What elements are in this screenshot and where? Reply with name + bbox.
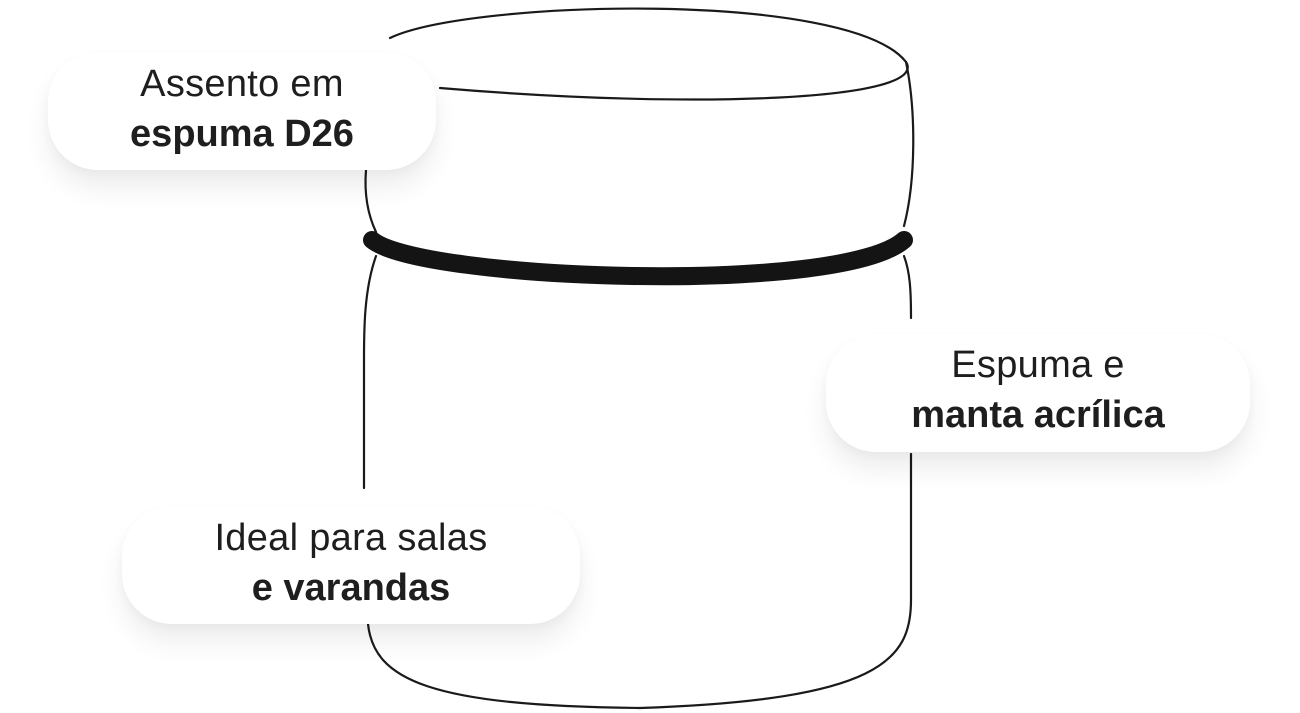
body-right-side-lower — [638, 452, 913, 710]
body-right-side-upper — [902, 254, 913, 320]
body-bottom-curve — [366, 622, 642, 710]
callout-seat-line1: Assento em — [140, 63, 344, 105]
callout-ideal-use: Ideal para salas e varandas — [122, 506, 580, 624]
callout-seat-foam: Assento em espuma D26 — [48, 52, 436, 170]
callout-foam-line2: manta acrílica — [911, 394, 1165, 436]
callout-ideal-line2: e varandas — [251, 567, 451, 609]
body-left-side — [362, 254, 378, 490]
callout-foam-line1: Espuma e — [951, 344, 1125, 386]
piping-band — [363, 231, 913, 286]
callout-foam-acrylic: Espuma e manta acrílica — [826, 334, 1250, 452]
callout-ideal-line1: Ideal para salas — [214, 517, 488, 559]
seat-right-side — [902, 60, 915, 228]
callout-seat-line2: espuma D26 — [130, 113, 354, 155]
seat-left-side — [364, 168, 378, 234]
seat-top-ellipse — [388, 7, 909, 101]
